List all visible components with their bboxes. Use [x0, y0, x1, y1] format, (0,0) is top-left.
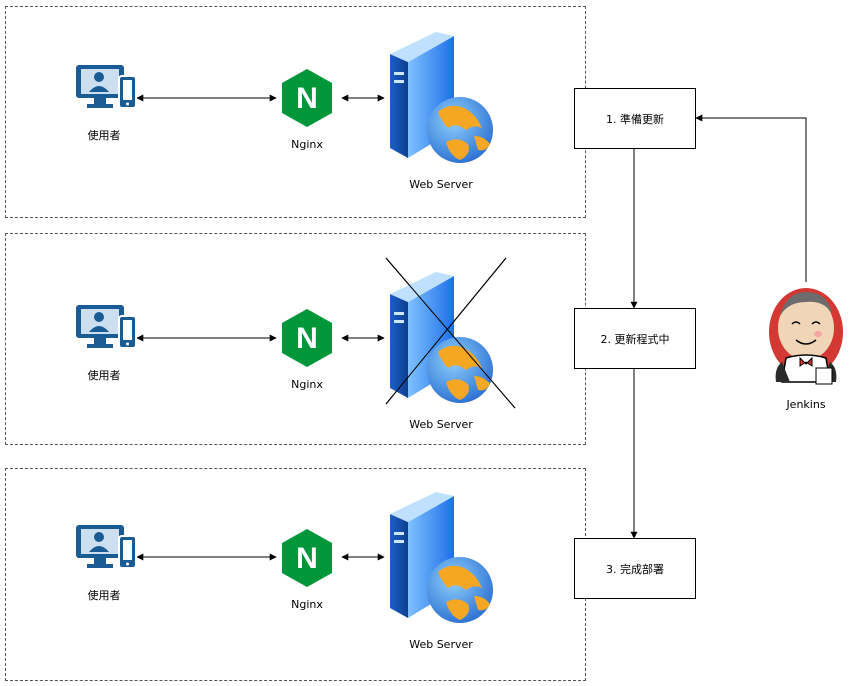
svg-text:N: N	[296, 82, 318, 115]
svg-text:N: N	[296, 542, 318, 575]
web-server-icon	[390, 272, 493, 403]
user-label: 使用者	[87, 369, 121, 382]
jenkins-to-step1-arrow	[695, 114, 807, 282]
user-label: 使用者	[87, 129, 121, 142]
web-server-icon	[390, 492, 493, 623]
jenkins-icon	[769, 288, 843, 385]
step-updating: 2. 更新程式中	[574, 308, 696, 369]
nginx-icon: N	[282, 529, 332, 587]
nginx-label: Nginx	[291, 598, 323, 611]
nginx-icon: N	[282, 69, 332, 127]
user-label: 使用者	[87, 589, 121, 602]
nginx-label: Nginx	[291, 378, 323, 391]
user-device-icon	[76, 525, 137, 569]
svg-text:N: N	[296, 322, 318, 355]
user-device-icon	[76, 65, 137, 109]
web-server-icon	[390, 32, 493, 163]
nginx-label: Nginx	[291, 138, 323, 151]
step-deploy-complete: 3. 完成部署	[574, 538, 696, 599]
web-server-label: Web Server	[409, 418, 473, 431]
web-server-label: Web Server	[409, 178, 473, 191]
step-prepare-update: 1. 準備更新	[574, 88, 696, 149]
jenkins-label: Jenkins	[786, 398, 826, 411]
nginx-icon: N	[282, 309, 332, 367]
user-device-icon	[76, 305, 137, 349]
web-server-label: Web Server	[409, 638, 473, 651]
